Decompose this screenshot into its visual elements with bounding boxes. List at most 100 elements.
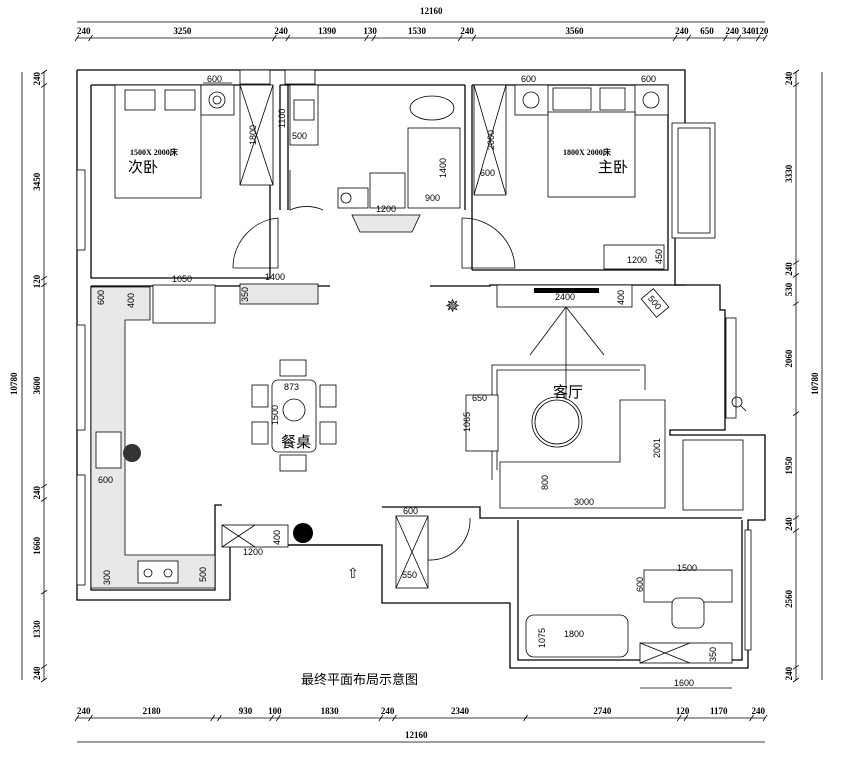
shower-width-label: 900 — [425, 193, 440, 203]
sofa-bed-depth-label: 1075 — [537, 628, 547, 648]
chair-icon — [319, 384, 337, 408]
counter-depth-label: 500 — [198, 567, 208, 582]
sofa-length-label: 2001 — [652, 438, 662, 458]
second-bedroom: 600 1500X 2000床 次卧 1800 — [114, 74, 274, 199]
shower-area — [407, 127, 461, 209]
dimension-tick — [792, 69, 800, 75]
tv-cabinet-width-label: 2400 — [555, 292, 575, 302]
bottom-total-label: 12160 — [405, 730, 428, 740]
dimension-tick — [269, 714, 274, 722]
armchair-width-label: 650 — [472, 393, 487, 403]
tv-cabinet-width-label: 1600 — [674, 678, 694, 688]
dimension-label: 240 — [752, 706, 766, 716]
dimension-label: 240 — [675, 26, 689, 36]
nightstand-width-label: 600 — [641, 74, 656, 84]
dimension-tick — [723, 34, 728, 42]
table-width-label: 873 — [284, 382, 299, 392]
dresser-depth-label: 450 — [654, 249, 664, 264]
dimension-label: 340 — [742, 26, 756, 36]
pillow-icon — [552, 87, 592, 111]
study-room: 600 550 1500 600 1800 1075 350 1600 — [395, 506, 733, 689]
dimension-label: 240 — [725, 26, 739, 36]
dimension-label: 120 — [32, 274, 42, 288]
dimension-label: 240 — [32, 71, 42, 85]
dimension-tick — [749, 714, 754, 722]
dimension-tick — [285, 34, 291, 42]
dimension-tick — [457, 34, 463, 42]
dimension-tick — [271, 34, 277, 42]
dimension-label: 1950 — [784, 456, 794, 475]
chair-icon — [279, 454, 307, 472]
dimension-label: 2060 — [784, 349, 794, 368]
sofa-width-label: 3000 — [574, 497, 594, 507]
dimension-label: 240 — [460, 26, 474, 36]
table-length-label: 1500 — [270, 405, 280, 425]
sink-icon — [95, 431, 122, 469]
dimension-tick — [74, 714, 80, 722]
water-heater-icon — [369, 172, 406, 209]
dimension-label: 240 — [784, 71, 794, 85]
dimension-tick — [762, 714, 768, 722]
cabinet-width-label: 600 — [403, 506, 418, 516]
basin-height-label: 1100 — [277, 109, 287, 128]
dimension-tick — [683, 714, 689, 722]
desk-depth-label: 600 — [635, 577, 645, 592]
plant-icon: ✵ — [445, 296, 460, 316]
door-mat — [351, 214, 421, 233]
dimension-label: 2560 — [784, 589, 794, 608]
right-total-label: 10780 — [810, 372, 820, 395]
counter-depth-label: 600 — [96, 290, 106, 305]
nightstand-lamp-icon — [200, 84, 235, 116]
dimension-tick — [792, 411, 800, 416]
sideboard — [239, 283, 319, 305]
dimension-tick — [210, 714, 216, 722]
dimension-label: 240 — [32, 486, 42, 500]
stove-icon — [137, 560, 179, 584]
bed-size-label: 1800X 2000床 — [563, 147, 612, 157]
dimension-tick — [40, 83, 48, 88]
dimension-label: 240 — [274, 26, 288, 36]
desk — [643, 569, 733, 603]
dimension-tick — [736, 34, 742, 42]
dimension-tick — [672, 34, 678, 42]
top-total-label: 12160 — [420, 6, 443, 16]
dimension-tick — [88, 34, 93, 42]
dimension-tick — [755, 34, 761, 42]
shower-height-label: 1400 — [438, 158, 448, 178]
windows — [76, 69, 752, 651]
magnifier-icon — [731, 396, 743, 408]
dimension-tick — [762, 34, 768, 42]
tv-icon — [534, 288, 599, 293]
pillow-icon — [599, 87, 626, 111]
washing-machine-icon — [337, 187, 369, 209]
dimension-tick — [792, 273, 800, 278]
dimension-tick — [371, 34, 377, 42]
dimension-tick — [792, 528, 800, 533]
coffee-table — [531, 396, 583, 448]
dimension-tick — [217, 714, 222, 722]
dimension-tick — [676, 714, 682, 722]
dimension-tick — [40, 664, 48, 669]
room-label-living-room: 客厅 — [553, 383, 583, 401]
room-label-second-bedroom: 次卧 — [128, 158, 158, 176]
dimension-label: 120 — [755, 26, 769, 36]
dimension-tick — [792, 260, 800, 265]
dimension-label: 240 — [32, 666, 42, 680]
person-icon — [123, 444, 141, 462]
dimension-label: 1330 — [32, 620, 42, 639]
sofa-depth-label: 800 — [540, 475, 550, 490]
dimension-tick — [523, 714, 528, 722]
dimension-tick — [275, 714, 281, 722]
dimension-tick — [74, 34, 80, 42]
living-room: ✵ 2400 400 500 客厅 650 1065 2001 800 3000 — [445, 284, 747, 509]
dimension-tick — [792, 664, 800, 670]
armchair-length-label: 1065 — [462, 412, 472, 432]
washer-label: 1200 — [376, 204, 396, 214]
chair-icon — [319, 421, 337, 445]
dimension-label: 3560 — [565, 26, 584, 36]
dimension-tick — [792, 82, 800, 88]
side-table — [640, 288, 670, 318]
sofa-bed — [525, 614, 629, 658]
dimension-tick — [686, 34, 692, 42]
left-total-label: 10780 — [9, 372, 19, 395]
